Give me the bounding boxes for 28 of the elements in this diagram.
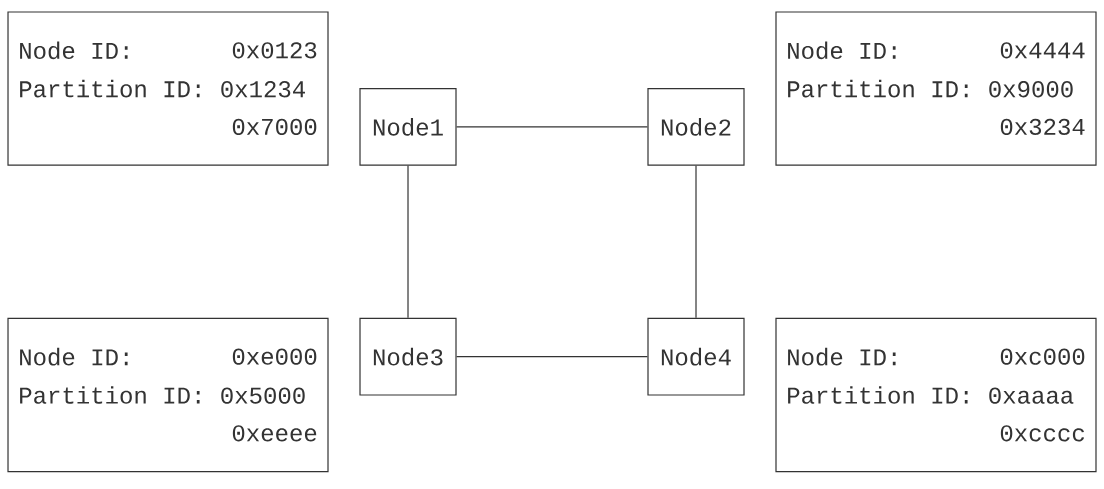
id-label: Node ID: xyxy=(788,41,896,60)
partition-text: Partition ID: 0xaaaa xyxy=(788,386,1074,404)
connector-line xyxy=(695,165,697,319)
partition-text: Partition ID: 0x9000 xyxy=(788,79,1073,98)
id-label: Node ID: xyxy=(788,347,896,366)
info-box xyxy=(775,317,1097,473)
node-box: Node2 xyxy=(647,88,745,166)
id-value: 0x0123 xyxy=(232,42,317,59)
partition-value: 0xeeee xyxy=(232,425,317,442)
node-box: Node4 xyxy=(647,317,745,396)
partition-text: Partition ID: 0x5000 xyxy=(20,386,305,404)
info-box xyxy=(7,11,329,166)
id-value: 0xe000 xyxy=(232,348,317,365)
partition-text: Partition ID: 0x1234 xyxy=(20,79,305,98)
connector-line xyxy=(456,126,648,128)
partition-value: 0x3234 xyxy=(1000,118,1085,136)
id-label: Node ID: xyxy=(20,347,128,366)
id-label: Node ID: xyxy=(20,41,128,60)
connector-line xyxy=(407,165,409,319)
connector-line xyxy=(456,356,648,358)
id-value: 0x4444 xyxy=(1000,42,1085,59)
id-value: 0xc000 xyxy=(1000,348,1085,365)
node-box: Node3 xyxy=(359,317,457,396)
partition-value: 0x7000 xyxy=(232,118,317,136)
partition-value: 0xcccc xyxy=(1000,425,1085,442)
info-box xyxy=(7,317,329,473)
node-box: Node1 xyxy=(359,88,457,166)
info-box xyxy=(775,11,1097,166)
